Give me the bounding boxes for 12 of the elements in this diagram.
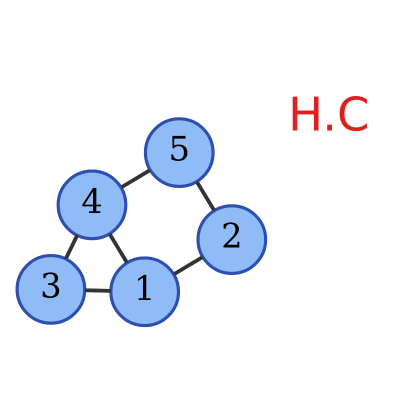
node-circle: 5 xyxy=(144,116,215,188)
node-circle: 1 xyxy=(109,256,180,327)
node-circle: 3 xyxy=(16,254,86,324)
connector xyxy=(85,288,111,292)
connector xyxy=(120,168,151,188)
node-circle: 2 xyxy=(196,204,268,274)
connector xyxy=(195,180,216,211)
node-circle: 4 xyxy=(56,168,128,240)
connector xyxy=(64,234,79,259)
connector xyxy=(108,232,128,263)
connector xyxy=(173,255,204,276)
label: H.C xyxy=(288,86,370,141)
